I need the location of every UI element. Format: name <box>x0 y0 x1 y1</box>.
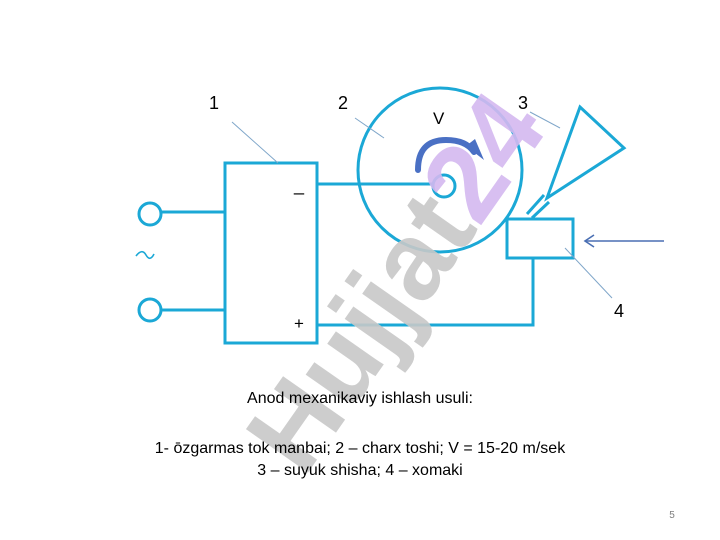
label-3: 3 <box>518 93 529 113</box>
wire-plus <box>317 258 535 327</box>
plus-sign: + <box>294 314 304 333</box>
nozzle-spout <box>525 193 546 216</box>
ac-terminal-bottom <box>137 297 163 323</box>
nozzle <box>544 104 627 202</box>
caption-line-2: 3 – suyuk shisha; 4 – xomaki <box>257 462 463 479</box>
minus-sign: _ <box>294 175 305 195</box>
leader-1 <box>231 121 279 164</box>
page-number: 5 <box>669 510 675 521</box>
rotation-arrow <box>415 136 484 173</box>
caption-line-1: 1- ōzgarmas tok manbai; 2 – charx toshi;… <box>154 440 566 457</box>
leader-4 <box>564 247 613 299</box>
ac-label: ~ <box>0 0 1 1</box>
ac-symbol-icon <box>135 250 155 260</box>
wheel-axle <box>431 173 457 199</box>
leader-3 <box>529 111 561 129</box>
nozzle-spout-2 <box>530 200 551 220</box>
label-1: 1 <box>209 93 220 113</box>
speed-label: V <box>433 109 445 128</box>
grinding-wheel <box>356 86 524 254</box>
ac-terminal-top <box>137 201 163 227</box>
power-source-box <box>223 161 319 345</box>
leader-2 <box>354 117 385 139</box>
caption-title: Anod mexanikaviy ishlash usuli: <box>247 390 473 407</box>
feed-arrow-head <box>583 234 595 248</box>
label-2: 2 <box>338 93 349 113</box>
workpiece <box>505 217 575 260</box>
label-4: 4 <box>614 301 625 321</box>
